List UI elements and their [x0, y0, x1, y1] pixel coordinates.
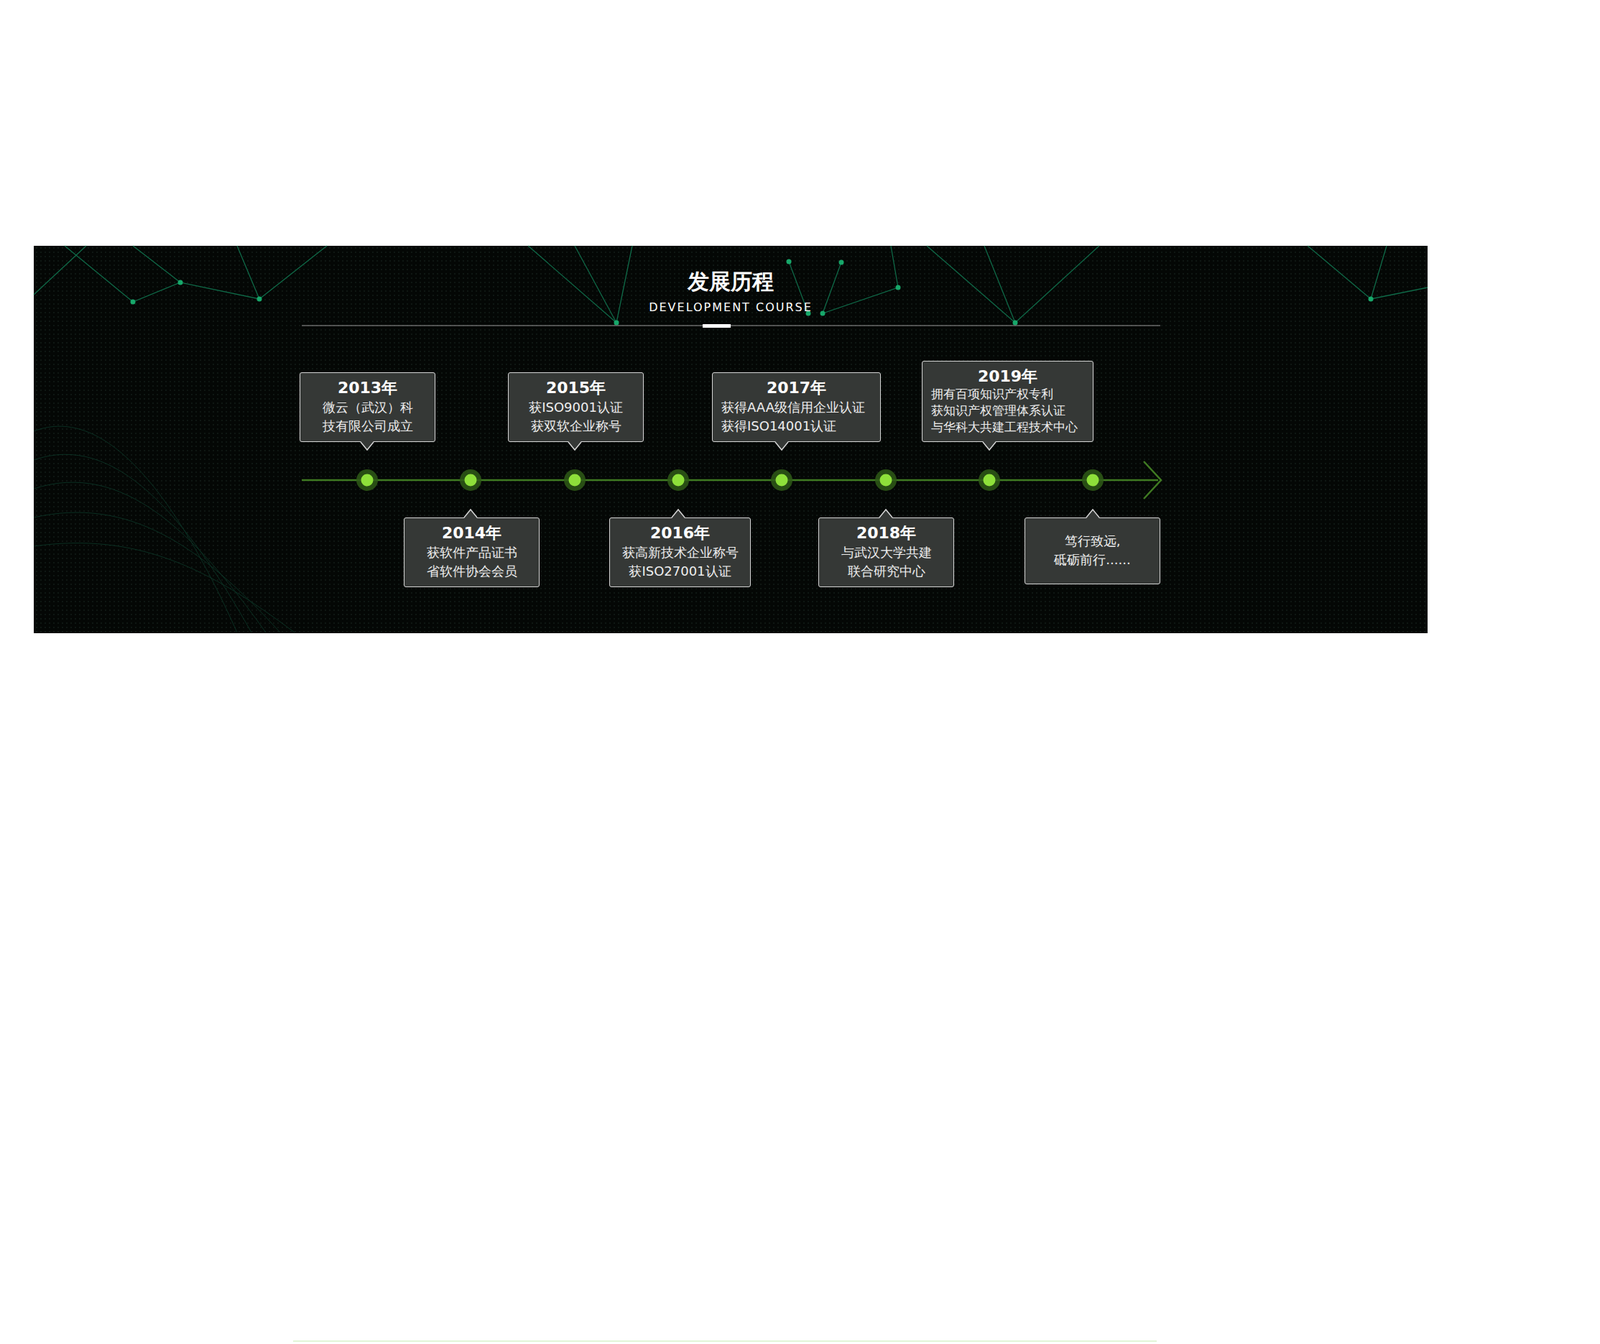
- timeline-axis: [301, 479, 1159, 482]
- callout-pointer: [463, 507, 478, 520]
- wave-texture: [33, 426, 295, 633]
- banner: [33, 245, 1428, 633]
- callout-pointer: [359, 439, 375, 452]
- callout-pointer: [671, 507, 686, 520]
- timeline-callout: 2016年获高新技术企业称号 获ISO27001认证: [609, 517, 751, 587]
- subheading: DEVELOPMENT COURSE: [33, 300, 1428, 315]
- header-rule: [301, 325, 1161, 327]
- year-label: 2016年: [618, 523, 742, 544]
- year-label: 2017年: [721, 377, 872, 399]
- timeline-callout: 2017年获得AAA级信用企业认证 获得ISO14001认证: [711, 372, 881, 442]
- banner-texture: [33, 245, 1428, 633]
- header-accent: [702, 324, 731, 328]
- year-label: 2019年: [931, 366, 1085, 387]
- milestone-text: 获得AAA级信用企业认证 获得ISO14001认证: [721, 398, 872, 436]
- milestone-text: 获高新技术企业称号 获ISO27001认证: [618, 543, 742, 581]
- callout-pointer: [878, 507, 894, 520]
- timeline-callout: 2018年与武汉大学共建 联合研究中心: [818, 517, 955, 587]
- timeline-callout: 2014年获软件产品证书 省软件协会会员: [403, 517, 540, 587]
- year-label: 2014年: [413, 523, 531, 544]
- milestone-text: 与武汉大学共建 联合研究中心: [827, 543, 945, 581]
- timeline-callout: 2015年获ISO9001认证 获双软企业称号: [507, 372, 644, 442]
- timeline-arrowhead: [1143, 461, 1162, 499]
- milestone-text: 获软件产品证书 省软件协会会员: [413, 543, 531, 581]
- year-label: 2013年: [308, 377, 427, 399]
- milestone-text: 获ISO9001认证 获双软企业称号: [517, 398, 635, 436]
- callout-pointer: [567, 439, 582, 452]
- milestone-text: 微云（武汉）科 技有限公司成立: [308, 398, 427, 436]
- year-label: 2018年: [827, 523, 945, 544]
- callout-pointer: [1085, 507, 1100, 520]
- heading: 发展历程: [33, 268, 1428, 295]
- milestone-text: 拥有百项知识产权专利 获知识产权管理体系认证 与华科大共建工程技术中心: [931, 385, 1085, 436]
- footer-rule: [293, 1339, 1157, 1342]
- milestone-text: 笃行致远, 砥砺前行......: [1033, 523, 1151, 578]
- year-label: 2015年: [517, 377, 635, 399]
- callout-pointer: [774, 439, 789, 452]
- timeline-dots: [356, 469, 1104, 491]
- timeline-callout: 2019年拥有百项知识产权专利 获知识产权管理体系认证 与华科大共建工程技术中心: [921, 360, 1094, 442]
- callout-pointer: [982, 439, 997, 452]
- timeline-callout: 2013年微云（武汉）科 技有限公司成立: [299, 372, 436, 442]
- timeline-callout: 笃行致远, 砥砺前行......: [1024, 517, 1161, 585]
- network-lines: [33, 245, 1428, 323]
